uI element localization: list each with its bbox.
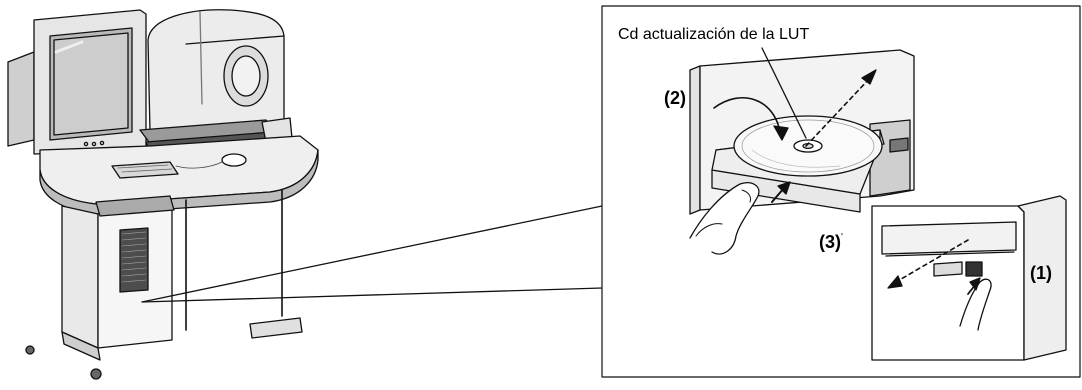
caption-leader-line <box>761 47 807 139</box>
push-arrow-3 <box>771 181 791 203</box>
cd-caption-label: Cd actualización de la LUT <box>618 26 810 43</box>
eject-inset <box>871 195 1067 361</box>
step-1-label: (1) <box>1030 263 1052 283</box>
hand-push-tray <box>689 182 760 255</box>
zoom-panel <box>601 5 1081 378</box>
crt-monitor <box>7 9 147 165</box>
step-3-mark: ' <box>841 232 843 243</box>
step-3-label: (3)' <box>819 232 843 253</box>
callout-lines <box>141 205 603 303</box>
workstation-illustration <box>7 9 319 380</box>
step-2-label: (2) <box>664 88 686 108</box>
scanner-unit <box>147 9 287 147</box>
step-3-number: (3) <box>819 232 841 252</box>
place-disc-arrow <box>713 96 789 141</box>
cd-disc <box>733 115 883 177</box>
insert-direction-arrow <box>805 69 877 147</box>
desk-cabinet <box>25 189 303 380</box>
